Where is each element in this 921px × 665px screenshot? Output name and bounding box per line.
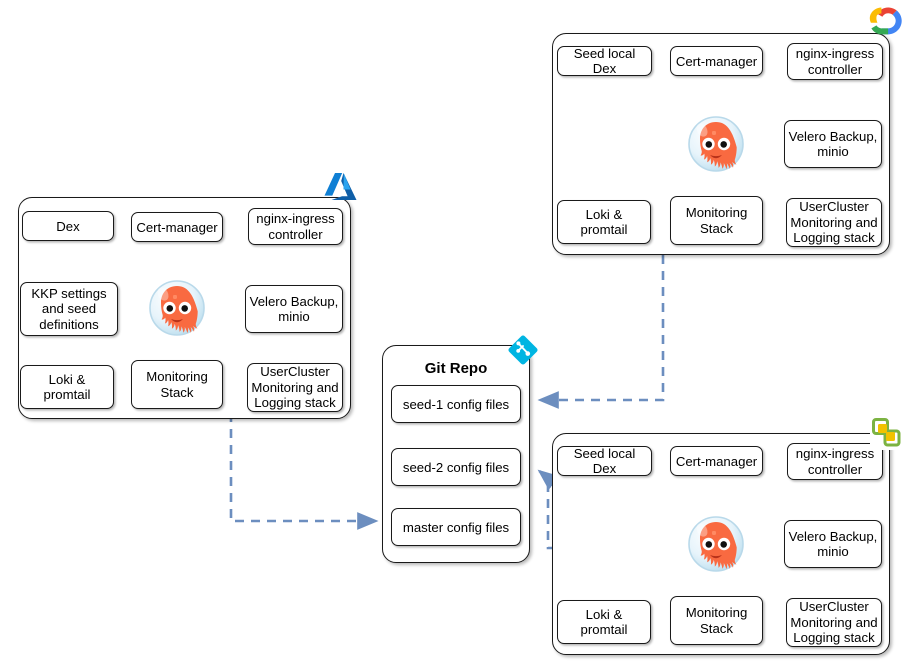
gcp-node-loki-promtail[interactable]: Loki & promtail [557, 200, 651, 244]
azure-node-dex[interactable]: Dex [22, 211, 114, 241]
azure-node-monitoring-stack[interactable]: Monitoring Stack [131, 360, 223, 409]
git-repo-item-seed-2[interactable]: seed-2 config files [391, 448, 521, 486]
git-logo [508, 335, 538, 365]
gcp-node-usercluster-monitoring[interactable]: UserCluster Monitoring and Logging stack [786, 198, 882, 247]
azure-node-kkp-settings[interactable]: KKP settings and seed definitions [20, 282, 118, 336]
kubermatic-octopus-icon [149, 280, 205, 336]
vsphere-node-loki-promtail[interactable]: Loki & promtail [557, 600, 651, 644]
git-repo-title: Git Repo [424, 360, 488, 377]
vsphere-node-seed-local-dex[interactable]: Seed local Dex [557, 446, 652, 476]
azure-node-usercluster-monitoring[interactable]: UserCluster Monitoring and Logging stack [247, 363, 343, 412]
vsphere-node-velero[interactable]: Velero Backup, minio [784, 520, 882, 568]
gcp-node-cert-manager[interactable]: Cert-manager [670, 46, 763, 76]
gcp-node-seed-local-dex[interactable]: Seed local Dex [557, 46, 652, 76]
azure-node-cert-manager[interactable]: Cert-manager [131, 212, 223, 242]
gcp-node-nginx-ingress[interactable]: nginx-ingress controller [787, 43, 883, 80]
git-repo-item-master[interactable]: master config files [391, 508, 521, 546]
vsphere-node-cert-manager[interactable]: Cert-manager [670, 446, 763, 476]
vsphere-node-usercluster-monitoring[interactable]: UserCluster Monitoring and Logging stack [786, 598, 882, 647]
azure-node-nginx-ingress[interactable]: nginx-ingress controller [248, 208, 343, 245]
vsphere-logo [870, 416, 904, 450]
gcp-node-velero[interactable]: Velero Backup, minio [784, 120, 882, 168]
kubermatic-octopus-icon [688, 116, 744, 172]
gcp-node-monitoring-stack[interactable]: Monitoring Stack [670, 196, 763, 245]
git-repo-item-seed-1[interactable]: seed-1 config files [391, 385, 521, 423]
azure-logo [324, 173, 357, 200]
google-cloud-logo [869, 7, 902, 35]
azure-node-velero[interactable]: Velero Backup, minio [245, 285, 343, 333]
vsphere-node-monitoring-stack[interactable]: Monitoring Stack [670, 596, 763, 645]
azure-node-loki-promtail[interactable]: Loki & promtail [20, 365, 114, 409]
kubermatic-octopus-icon [688, 516, 744, 572]
vsphere-node-nginx-ingress[interactable]: nginx-ingress controller [787, 443, 883, 480]
